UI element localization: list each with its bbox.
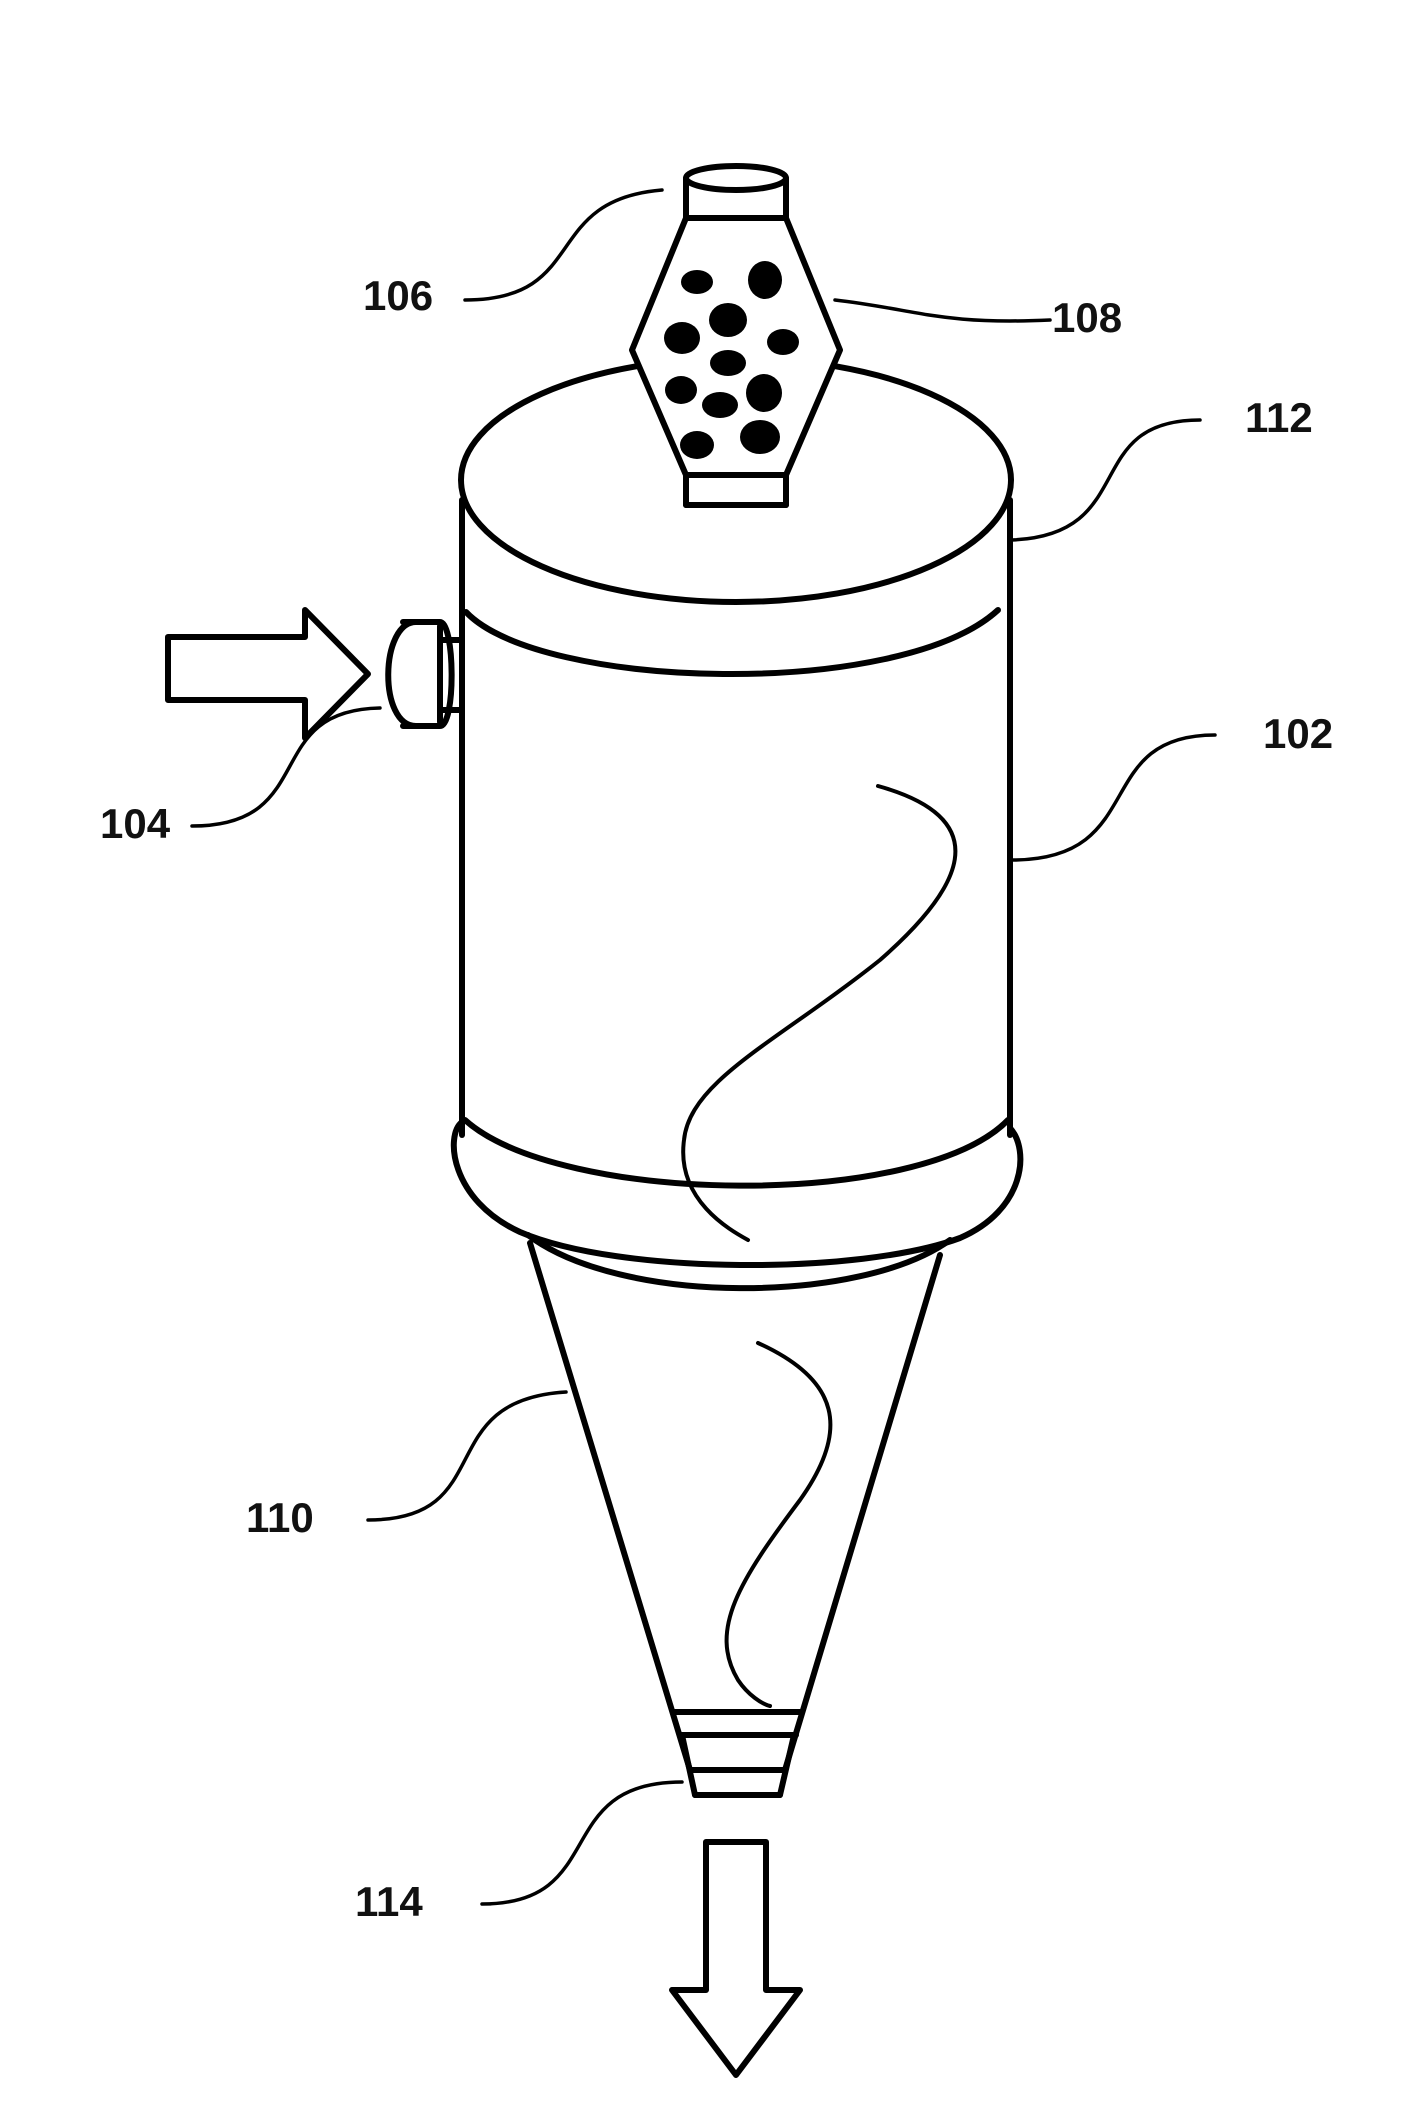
leader-104 [190,706,382,828]
leader-108 [833,298,1052,323]
leader-114 [480,1780,684,1906]
outflow-arrow [669,1839,803,2078]
conical-section [527,1240,943,1773]
flow-swirl-lines [681,784,958,1708]
bottom-outlet [671,1709,803,1798]
label-102: 102 [1263,710,1333,757]
label-112: 112 [1245,394,1313,441]
vessel-body [459,497,1013,1189]
label-114: 114 [355,1878,423,1925]
leader-112 [1010,418,1202,542]
inlet-nozzle [385,619,465,729]
bottom-flange [450,1119,1024,1292]
top-outlet [683,163,789,221]
leader-106 [463,188,664,302]
label-104: 104 [100,800,171,847]
leader-102 [1010,733,1217,862]
reference-labels: 106 108 112 102 104 110 114 [100,272,1333,1925]
leader-lines [190,188,1217,1906]
inflow-arrow [165,607,371,741]
leader-110 [366,1390,568,1522]
label-106: 106 [363,272,433,319]
label-110: 110 [246,1494,314,1541]
label-108: 108 [1052,294,1122,341]
media-particles [664,261,799,459]
